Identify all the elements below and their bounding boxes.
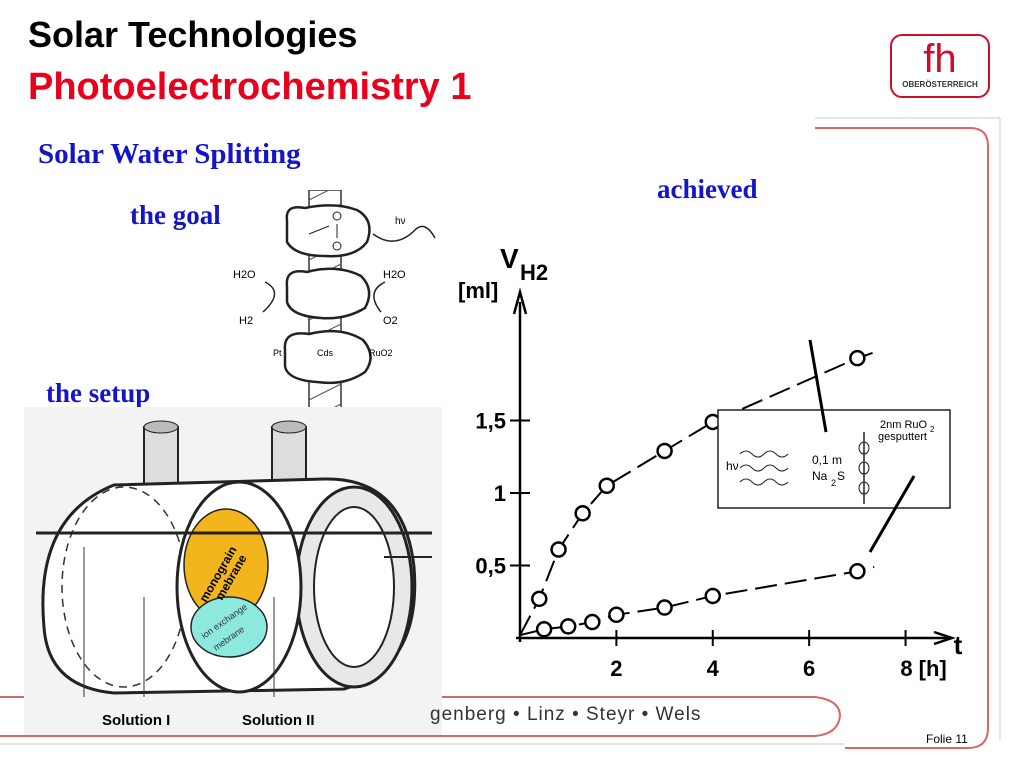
inset-hv: hν <box>726 459 739 473</box>
data-point <box>550 541 567 558</box>
data-point <box>574 505 591 522</box>
fh-logo: fh OBERÖSTERREICH <box>890 34 990 98</box>
data-point <box>559 618 577 635</box>
logo-mark: fh <box>923 37 957 81</box>
inset-ruo2-sub: 2 <box>930 425 935 434</box>
y-tick-label: 1 <box>494 481 506 506</box>
y-axis-label-sub: H2 <box>520 260 548 285</box>
setup-diagram: monograin mebrane ion exchange mebrane S… <box>24 407 442 735</box>
data-point <box>608 606 625 624</box>
data-point <box>656 599 673 616</box>
x-tick-label: 6 <box>803 656 815 681</box>
chart-axes <box>512 287 956 646</box>
chart-ticks: 2 4 6 8 [h] 0,5 1 1,5 <box>475 409 946 682</box>
goal-h2o-left: H2O <box>233 269 256 281</box>
y-axis-unit: [ml] <box>458 278 498 303</box>
label-achieved: achieved <box>657 174 758 204</box>
goal-cds: Cds <box>317 348 334 358</box>
goal-pt: Pt <box>273 348 282 358</box>
y-tick-label: 0,5 <box>475 554 506 579</box>
x-tick-label: 2 <box>610 656 622 681</box>
data-point <box>849 563 866 580</box>
y-tick-label: 1,5 <box>475 409 506 434</box>
slide-title: Solar Technologies <box>28 14 358 55</box>
solution-1-label: Solution I <box>102 712 170 729</box>
y-axis-label: V <box>500 243 519 274</box>
inset-gesputtert: gesputtert <box>878 431 927 443</box>
data-point <box>598 477 615 494</box>
x-axis-arrow <box>933 630 956 646</box>
inset-na-sub: 2 <box>831 478 836 488</box>
inset-pointer-2 <box>868 475 916 553</box>
logo-text: OBERÖSTERREICH <box>902 80 978 89</box>
y-axis-arrow <box>512 287 528 315</box>
section-title: Solar Water Splitting <box>38 138 301 170</box>
inset-na: Na <box>812 469 828 483</box>
x-tick-label: 8 [h] <box>900 656 946 681</box>
label-setup: the setup <box>46 378 151 408</box>
data-point <box>535 621 553 638</box>
footer-campuses: genberg • Linz • Steyr • Wels <box>430 704 702 725</box>
goal-h2o-right: H2O <box>383 269 406 281</box>
goal-diagram: hν H2O H2 H2O O2 Pt Cds RuO2 <box>233 190 436 408</box>
data-point <box>704 587 722 605</box>
goal-h2-left: H2 <box>239 315 253 327</box>
inset-ruo2: 2nm RuO <box>880 419 928 431</box>
series-line-1 <box>519 351 875 636</box>
x-tick-label: 4 <box>707 656 720 681</box>
page-number: Folie 11 <box>926 732 968 746</box>
goal-ruo2: RuO2 <box>369 348 393 358</box>
hydrogen-volume-chart: 2 4 6 8 [h] 0,5 1 1,5 V H2 [ml] t hν 0,1 m Na … <box>448 232 968 690</box>
goal-o2-right: O2 <box>383 315 398 327</box>
data-point <box>849 349 866 367</box>
solution-2-label: Solution II <box>242 712 315 729</box>
chart-points <box>531 349 866 638</box>
data-point <box>656 442 673 460</box>
data-point <box>584 613 601 631</box>
x-axis-label: t <box>954 630 963 660</box>
data-point <box>531 590 548 608</box>
inset-s: S <box>837 469 845 483</box>
goal-hv: hν <box>395 216 406 227</box>
label-goal: the goal <box>130 200 221 230</box>
chart-inset: hν 0,1 m Na 2 S 2nm RuO 2 gesputtert <box>717 339 951 553</box>
slide-subtitle: Photoelectrochemistry 1 <box>28 66 472 108</box>
inset-concentration: 0,1 m <box>812 453 842 467</box>
inset-pointer-1 <box>808 339 828 433</box>
